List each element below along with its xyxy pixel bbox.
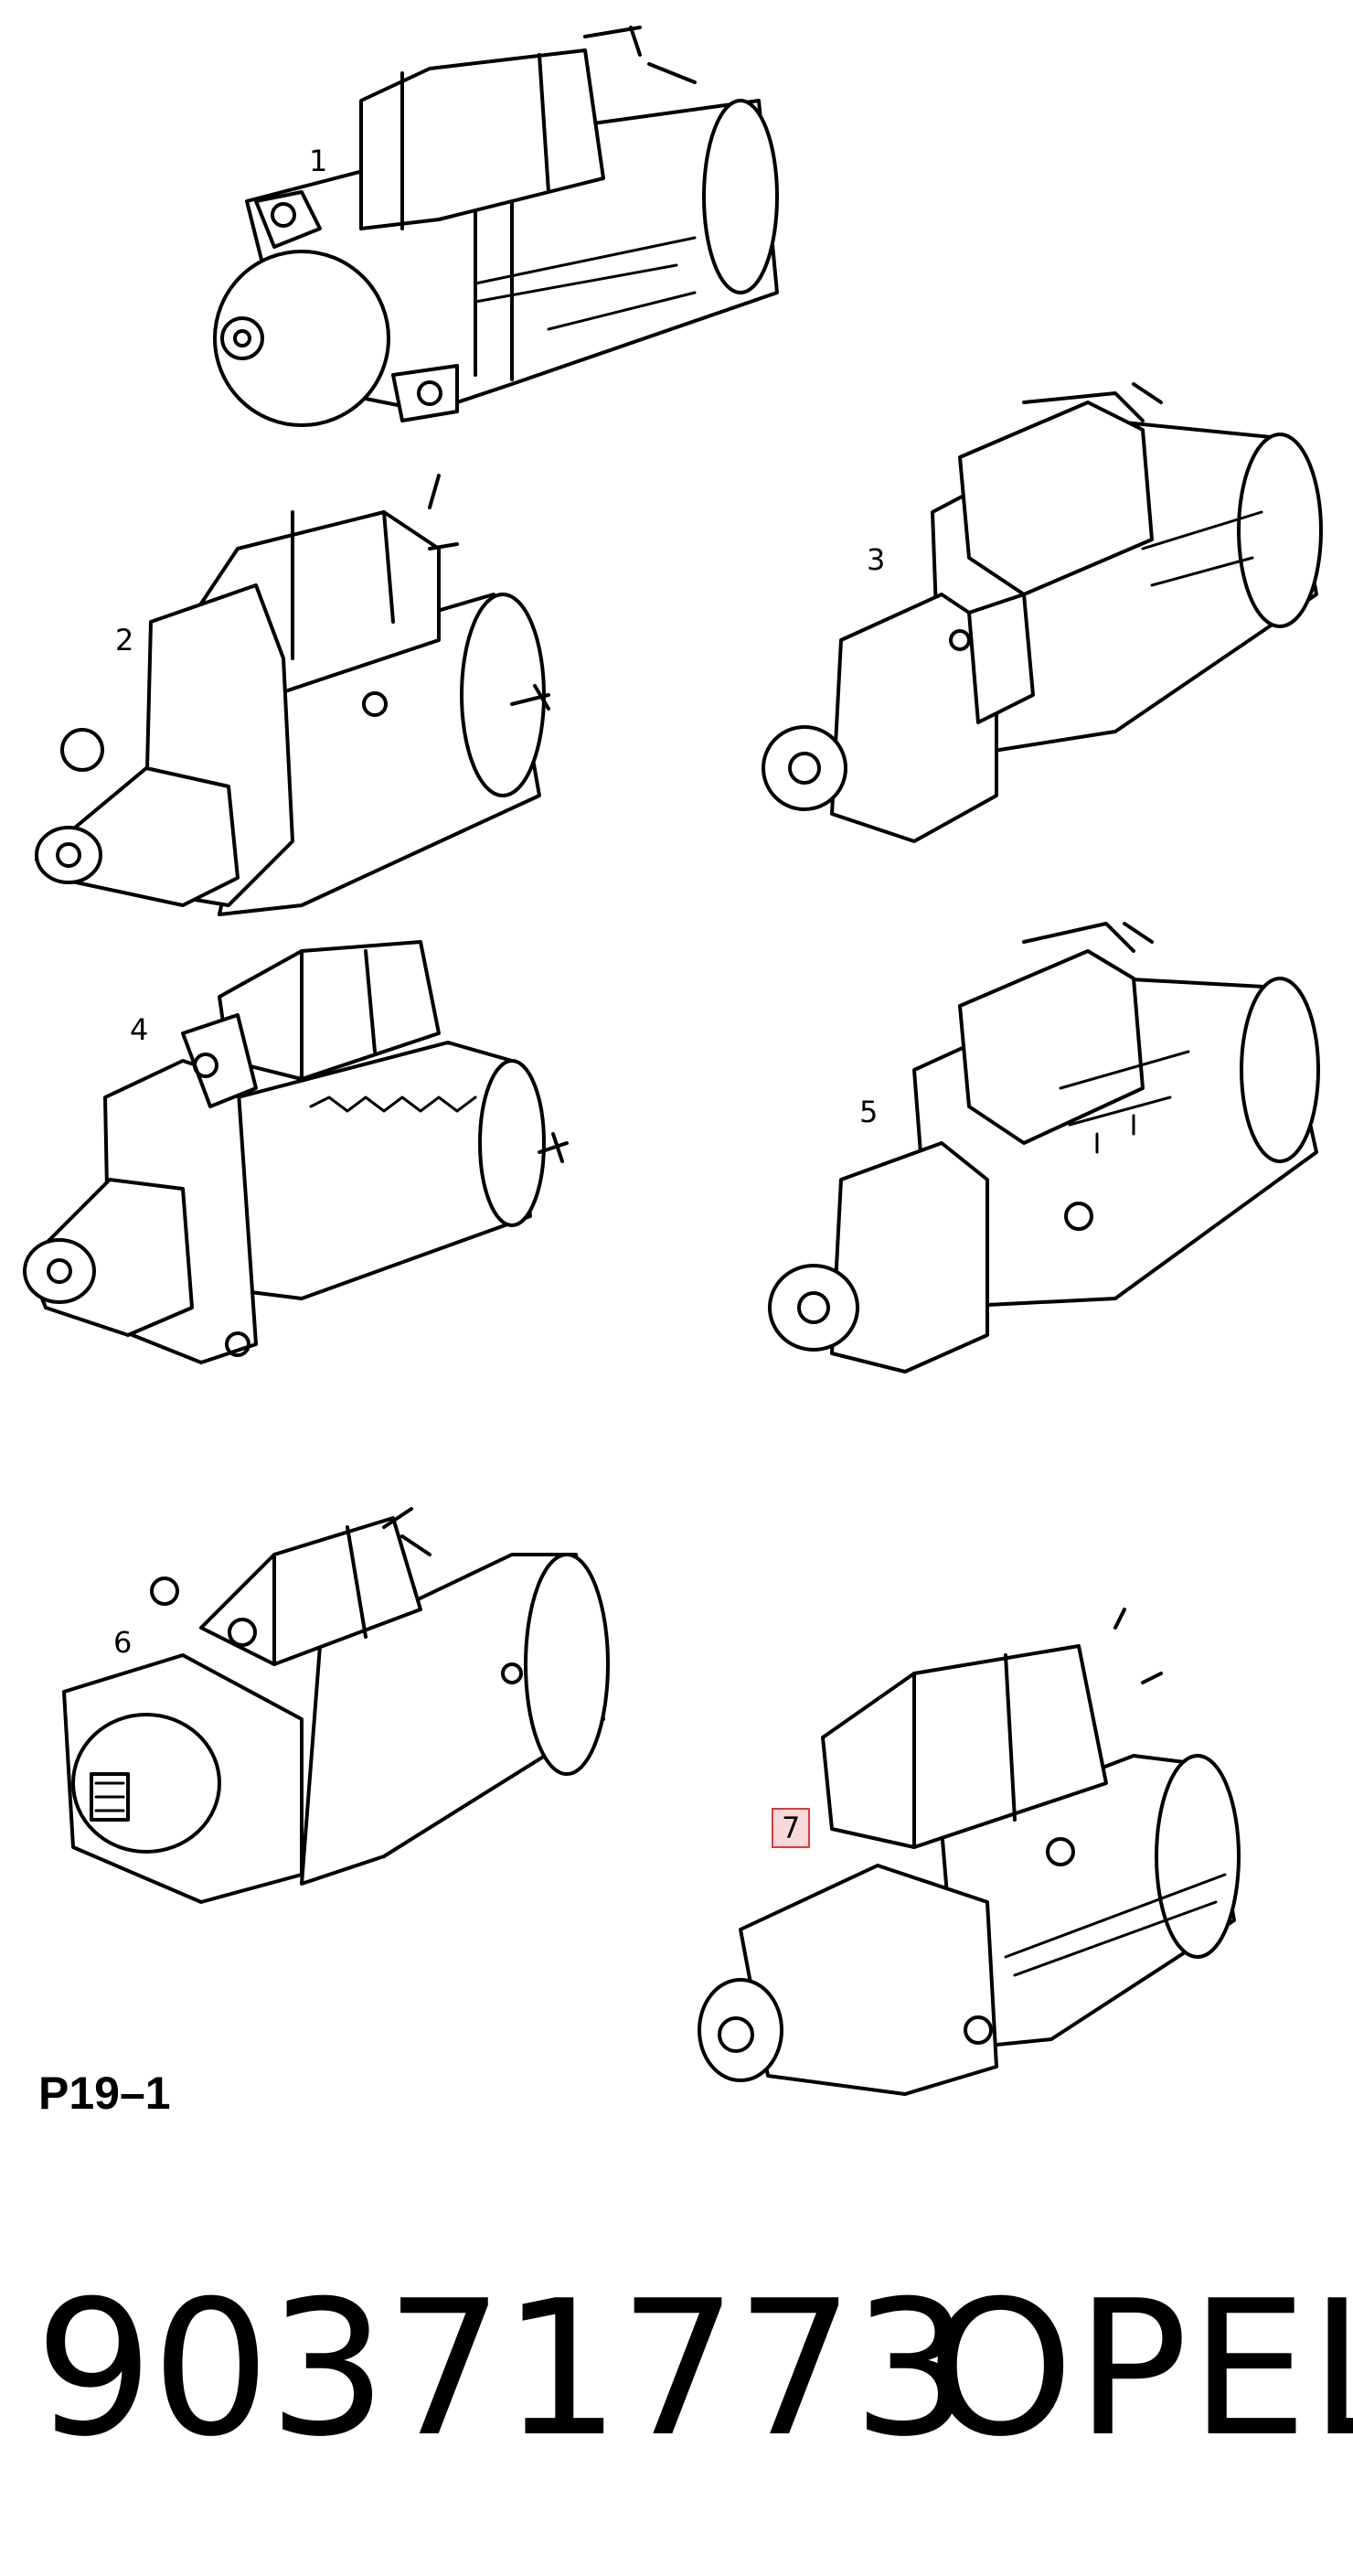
callout-3: 3 (867, 542, 886, 577)
starter-motor-5 (768, 922, 1320, 1374)
callout-4: 4 (130, 1012, 149, 1047)
starter-motor-1 (213, 26, 779, 427)
sheet-code: P19–1 (38, 2068, 171, 2119)
starter-motor-7 (698, 1608, 1241, 2096)
callout-7-highlighted: 7 (772, 1808, 811, 1848)
brand-name: OPEL (927, 2261, 1353, 2478)
starter-motor-3 (762, 382, 1323, 843)
callout-5: 5 (859, 1095, 879, 1129)
callout-1: 1 (309, 144, 328, 178)
part-number: 90371773 (35, 2261, 971, 2478)
starter-motor-4 (23, 940, 569, 1364)
starter-motor-6 (62, 1507, 610, 1904)
callout-2: 2 (115, 623, 134, 657)
starter-motor-2 (35, 474, 550, 916)
callout-6: 6 (113, 1625, 133, 1660)
